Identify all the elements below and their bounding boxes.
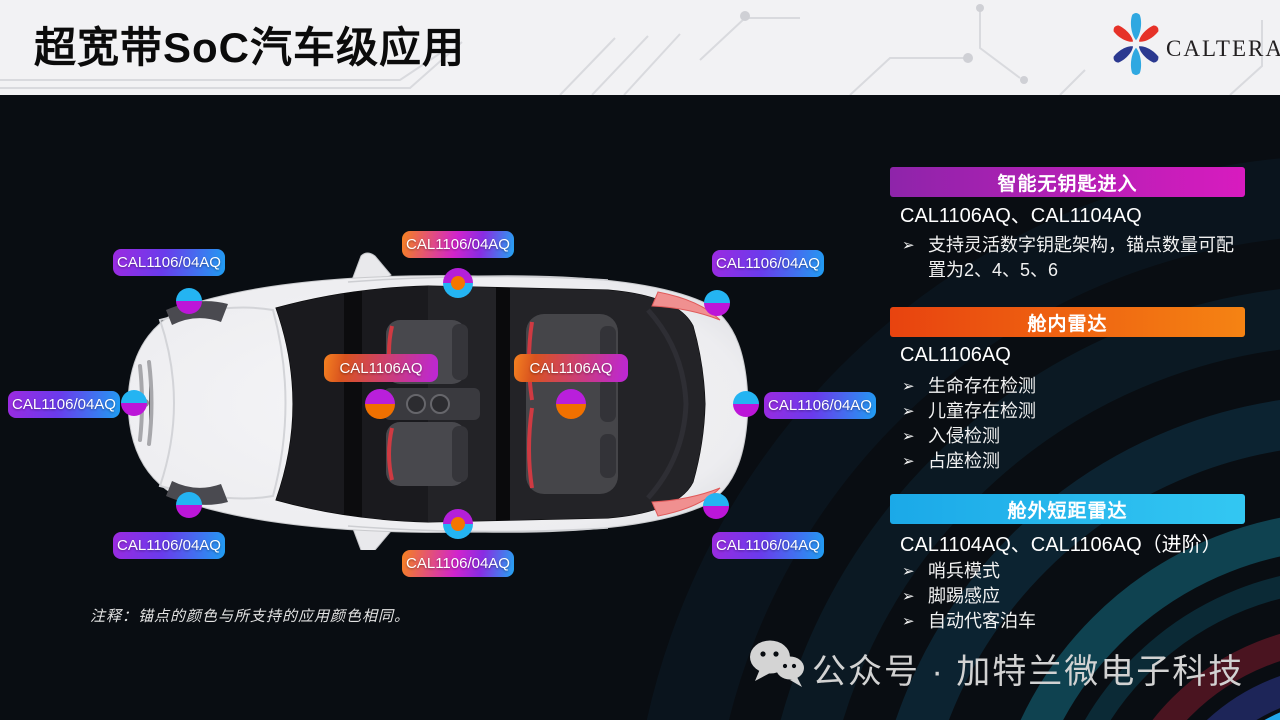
bullet-item: ➢ 占座检测 xyxy=(902,449,1242,474)
section-header-keyless: 智能无钥匙进入 xyxy=(890,167,1245,197)
chip-label-cabin: CAL1106AQ xyxy=(514,354,628,382)
chip-label: CAL1106/04AQ xyxy=(712,250,824,277)
anchor-dot-rear-left xyxy=(704,290,730,316)
chip-label: CAL1106/04AQ xyxy=(402,550,514,577)
chip-label: CAL1106/04AQ xyxy=(113,532,225,559)
calterah-wordmark: CALTERAH xyxy=(1166,36,1280,61)
bullets-incabin: ➢ 生命存在检测 ➢ 儿童存在检测 ➢ 入侵检测 ➢ 占座检测 xyxy=(902,374,1242,474)
bullets-exterior: ➢ 哨兵模式 ➢ 脚踢感应 ➢ 自动代客泊车 xyxy=(902,559,1242,634)
arrow-bullet-icon: ➢ xyxy=(902,237,915,254)
chip-label: CAL1106/04AQ xyxy=(764,392,876,419)
bullet-item: ➢ 支持灵活数字钥匙架构，锚点数量可配置为2、4、5、6 xyxy=(902,233,1242,283)
chip-label: CAL1106/04AQ xyxy=(8,391,120,418)
bullet-item: ➢ 生命存在检测 xyxy=(902,374,1242,399)
bullet-item: ➢ 入侵检测 xyxy=(902,424,1242,449)
arrow-bullet-icon: ➢ xyxy=(902,563,915,580)
bullet-item: ➢ 儿童存在检测 xyxy=(902,399,1242,424)
anchor-core-orange xyxy=(451,276,465,290)
calterah-logo: CALTERAH xyxy=(1104,8,1280,86)
bullet-text: 入侵检测 xyxy=(928,426,1000,446)
bullet-item: ➢ 哨兵模式 xyxy=(902,559,1242,584)
page-title: 超宽带SoC汽车级应用 xyxy=(34,24,466,71)
chip-label: CAL1106/04AQ xyxy=(113,249,225,276)
wechat-account-text: 公众号 · 加特兰微电子科技 xyxy=(812,653,1245,691)
bullet-text: 儿童存在检测 xyxy=(928,401,1036,421)
bullet-item: ➢ 脚踢感应 xyxy=(902,584,1242,609)
bullet-item: ➢ 自动代客泊车 xyxy=(902,609,1242,634)
anchor-dot-front-left xyxy=(176,288,202,314)
chips-incabin: CAL1106AQ xyxy=(900,344,1011,366)
arrow-bullet-icon: ➢ xyxy=(902,588,915,605)
wechat-icon xyxy=(748,638,806,695)
section-header-incabin: 舱内雷达 xyxy=(890,307,1245,337)
bullet-text: 占座检测 xyxy=(928,451,1000,471)
footnote: 注释：锚点的颜色与所支持的应用颜色相同。 xyxy=(90,608,411,625)
header-band: 超宽带SoC汽车级应用 CALTERAH xyxy=(0,0,1280,95)
anchor-dot-cabin-rear xyxy=(556,389,586,419)
bullet-text: 脚踢感应 xyxy=(928,586,1000,606)
calterah-star-icon xyxy=(1113,12,1159,76)
anchor-dot-rear-right xyxy=(703,493,729,519)
anchor-dot-roof-rear xyxy=(443,509,473,539)
circuit-pattern xyxy=(0,4,1263,95)
bullet-text: 生命存在检测 xyxy=(928,376,1036,396)
anchor-dot-roof-front xyxy=(443,268,473,298)
chips-keyless: CAL1106AQ、CAL1104AQ xyxy=(900,205,1142,227)
arrow-bullet-icon: ➢ xyxy=(902,428,915,445)
chip-label: CAL1106/04AQ xyxy=(402,231,514,258)
anchor-dot-front-right xyxy=(176,492,202,518)
arrow-bullet-icon: ➢ xyxy=(902,378,915,395)
chip-label-cabin: CAL1106AQ xyxy=(324,354,438,382)
car-top-view xyxy=(127,252,748,550)
arrow-bullet-icon: ➢ xyxy=(902,403,915,420)
bullets-keyless: ➢ 支持灵活数字钥匙架构，锚点数量可配置为2、4、5、6 xyxy=(902,233,1242,283)
section-header-exterior: 舱外短距雷达 xyxy=(890,494,1245,524)
anchor-dot-rear-bumper xyxy=(733,391,759,417)
chips-exterior: CAL1104AQ、CAL1106AQ（进阶） xyxy=(900,534,1222,556)
arrow-bullet-icon: ➢ xyxy=(902,613,915,630)
arrow-bullet-icon: ➢ xyxy=(902,453,915,470)
anchor-dot-cabin-front xyxy=(365,389,395,419)
bullet-text: 支持灵活数字钥匙架构，锚点数量可配置为2、4、5、6 xyxy=(928,235,1234,280)
chip-label: CAL1106/04AQ xyxy=(712,532,824,559)
bullet-text: 自动代客泊车 xyxy=(928,611,1036,631)
anchor-core-orange xyxy=(451,517,465,531)
bullet-text: 哨兵模式 xyxy=(928,561,1000,581)
anchor-dot-front-bumper xyxy=(121,390,147,416)
